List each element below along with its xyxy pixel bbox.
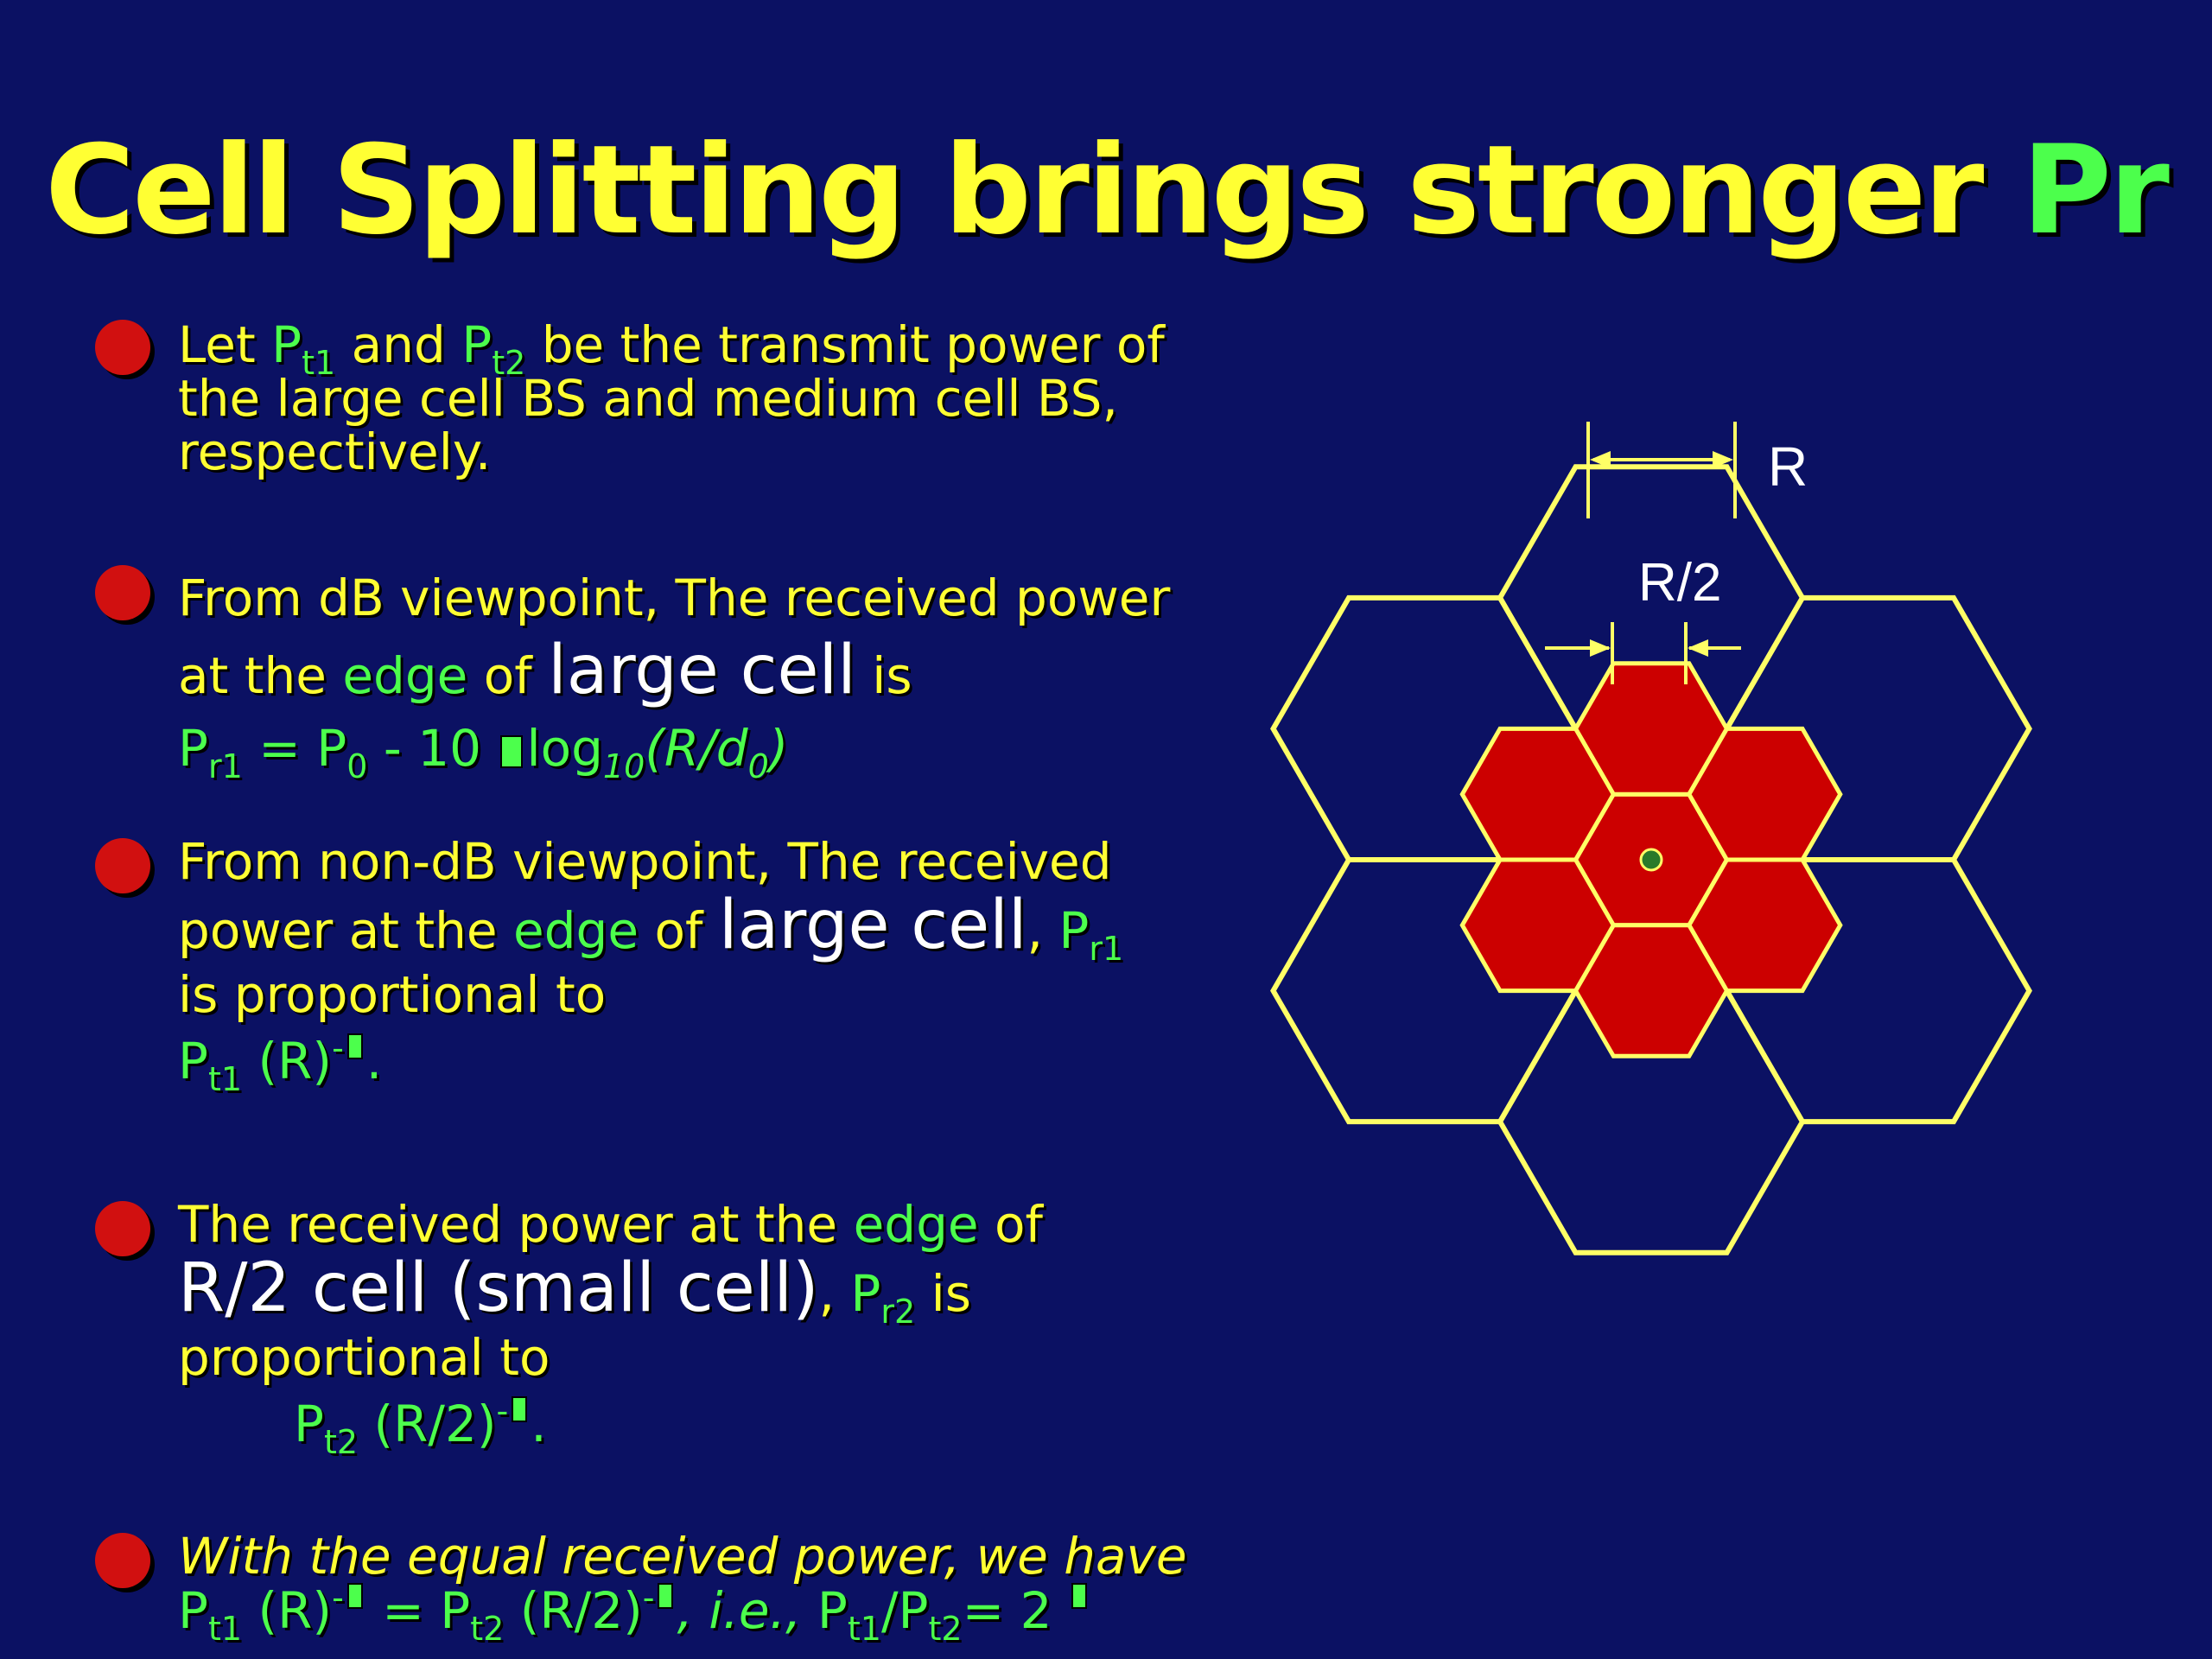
- label-r: R: [1768, 435, 1808, 498]
- slide-title: Cell Splitting brings stronger Pr: [0, 119, 2212, 262]
- bullet-3-text: From non-dB viewpoint, The received powe…: [178, 832, 1124, 1098]
- r2-arrow-right: [1688, 639, 1708, 657]
- label-r-half: R/2: [1638, 553, 1721, 613]
- bullet-2-dot: [95, 565, 150, 620]
- title-highlight: Pr: [2021, 119, 2170, 262]
- bullet-1-text: Let Pt1 and Pt2 be the transmit power of…: [178, 315, 1165, 481]
- r-arrow-left: [1590, 451, 1611, 468]
- bullet-2-text: From dB viewpoint, The received power at…: [178, 569, 1171, 785]
- bullet-5-dot: [95, 1533, 150, 1588]
- bullet-4-text: The received power at the edge of R/2 ce…: [178, 1195, 1043, 1461]
- small-cell-7: [1459, 726, 1617, 862]
- r-arrow-right: [1713, 451, 1733, 468]
- r2-arrow-left: [1590, 639, 1611, 657]
- bullet-5-text: With the equal received power, we have P…: [178, 1527, 1187, 1648]
- bullet-4-dot: [95, 1201, 150, 1256]
- bullet-1-dot: [95, 320, 150, 375]
- bullet-3-dot: [95, 838, 150, 893]
- base-station-dot: [1639, 848, 1663, 872]
- title-text: Cell Splitting brings stronger: [45, 119, 2022, 262]
